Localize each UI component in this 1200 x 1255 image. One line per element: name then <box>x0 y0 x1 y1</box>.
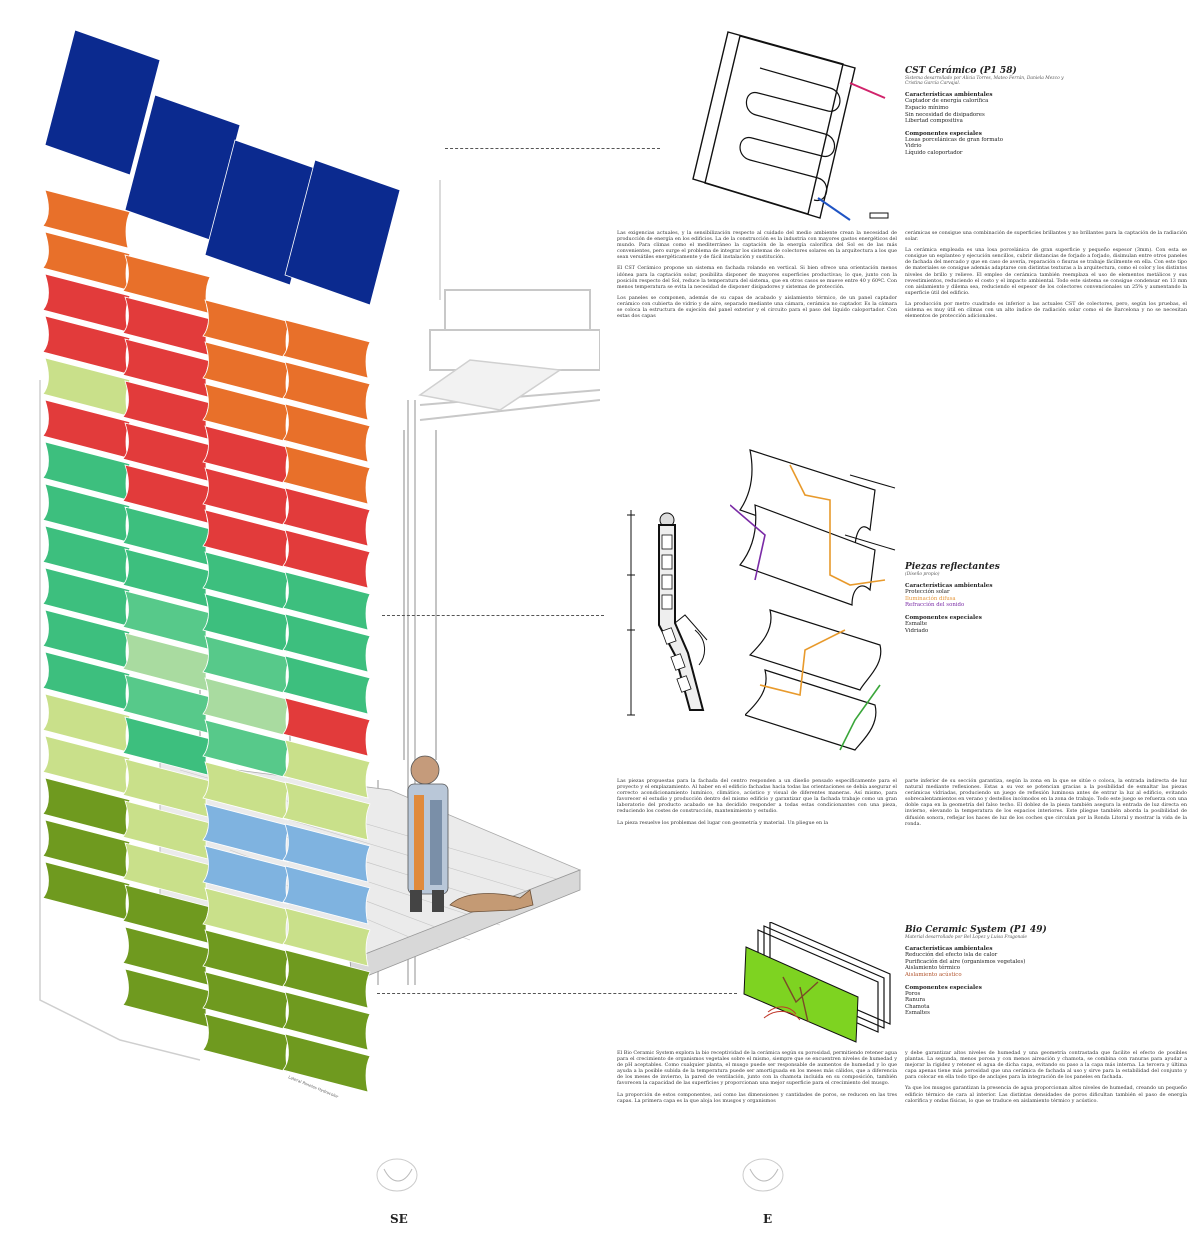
bio-ceramic-drawing <box>743 922 891 1043</box>
paragraph: Las piezas propuestas para la fachada de… <box>617 778 897 815</box>
facade-panel <box>282 823 371 883</box>
cst-subtitle: Sistema desarrollado por Alicia Torres, … <box>905 76 1064 87</box>
bio-text-right: y debe garantizar altos niveles de humed… <box>905 1050 1187 1109</box>
paragraph: La pieza resuelve los problemas del luga… <box>617 819 829 826</box>
reflect-comp-heading: Componentes especiales <box>905 614 982 621</box>
bio-title: Bio Ceramic System (P1 49) <box>905 925 1047 935</box>
reflect-comp-item: Vidriado <box>905 627 929 634</box>
bio-subtitle: Material desarrollado por Bel Lopez y Lu… <box>905 935 1027 940</box>
reflect-title: Piezas reflectantes <box>905 562 1000 572</box>
cst-block: CST Cerámico (P1 58) Sistema desarrollad… <box>905 66 1075 157</box>
facade-panel <box>282 319 371 379</box>
facade-panel <box>282 907 371 967</box>
paragraph: La proporción de estos componentes, así … <box>617 1091 897 1104</box>
cst-comp-item: Losas porcelánicas de gran formato <box>905 136 1003 143</box>
bio-env-item: Aislamiento acústico <box>905 971 962 978</box>
paragraph: La cerámica empleada es una losa porcelá… <box>905 247 1187 296</box>
bio-comp-item: Poros <box>905 990 921 997</box>
cst-env-item: Libertad compositiva <box>905 118 963 125</box>
cst-comp-heading: Componentes especiales <box>905 130 982 137</box>
orientation-icon-se <box>376 1158 418 1192</box>
paragraph: parte inferior de su sección garantiza, … <box>905 778 1187 827</box>
facade-panel <box>282 991 371 1051</box>
cst-env-item: Espacio mínimo <box>905 105 949 111</box>
paragraph: Ya que los musgos garantizan la presenci… <box>905 1085 1187 1104</box>
bio-comp-item: Esmaltes <box>905 1010 930 1017</box>
bio-comp-item: Ranura <box>905 997 926 1004</box>
bio-text-left: El Bio Ceramic System explora la bio rec… <box>617 1050 897 1109</box>
facade-panel <box>282 571 371 631</box>
reflect-env-item: Iluminación difusa <box>905 595 956 602</box>
cst-env-item: Captador de energía calorífica <box>905 98 989 105</box>
bio-comp-item: Chamota <box>905 1003 930 1010</box>
orientation-label-e: E <box>763 1212 773 1226</box>
bio-env-heading: Características ambientales <box>905 946 993 953</box>
facade-panel <box>282 1033 371 1093</box>
reflective-piece-drawing-top <box>730 449 896 606</box>
facade-panel <box>282 361 371 421</box>
reflect-subtitle: (Diseño propio) <box>905 572 940 577</box>
reflect-env-heading: Características ambientales <box>905 583 993 590</box>
cst-text-right: cerámicas se consigue una combinación de… <box>905 230 1187 324</box>
reflect-text-right: parte inferior de su sección garantiza, … <box>905 778 1187 832</box>
cst-panel-drawing <box>692 31 889 221</box>
bio-env-item: Aislamiento térmico <box>905 965 960 972</box>
cst-env-item: Sin necesidad de disipadores <box>905 111 985 118</box>
reflective-piece-drawing-bottom <box>745 609 882 751</box>
cst-title: CST Cerámico (P1 58) <box>905 66 1017 76</box>
facade-panel <box>282 781 371 841</box>
facade-panel <box>282 655 371 715</box>
reflect-env-item: Protección solar <box>905 589 950 596</box>
person-figure <box>407 755 449 912</box>
paragraph: y debe garantizar altos niveles de humed… <box>905 1050 1187 1081</box>
facade-panels <box>42 29 401 1093</box>
facade-panel <box>282 487 371 547</box>
bio-env-item: Purificación del aire (organismos vegeta… <box>905 958 1026 965</box>
paragraph: La producción por metro cuadrado es infe… <box>905 300 1187 320</box>
facade-panel <box>282 529 371 589</box>
bio-comp-heading: Componentes especiales <box>905 984 982 991</box>
paragraph: El Bio Ceramic System explora la bio rec… <box>617 1050 897 1087</box>
paragraph: Los paneles se componen, además de su ca… <box>617 294 897 320</box>
reflective-section-drawing <box>627 510 708 716</box>
facade-panel <box>282 697 371 757</box>
facade-panel <box>42 189 131 249</box>
paragraph: cerámicas se consigue una combinación de… <box>905 230 1187 243</box>
leader-line-3 <box>377 993 737 994</box>
facade-panel <box>282 613 371 673</box>
paragraph: Las exigencias actuales, y la sensibiliz… <box>617 230 897 261</box>
reflect-block: Piezas reflectantes (Diseño propio) Cara… <box>905 562 1055 634</box>
dog-figure <box>449 889 534 913</box>
reflect-env-item: Refracción del sonido <box>905 602 965 609</box>
reflect-text-left: Las piezas propuestas para la fachada de… <box>617 778 897 831</box>
facade-panel <box>282 739 371 799</box>
facade-panel <box>282 403 371 463</box>
facade-panel <box>44 29 161 176</box>
cst-text-left: Las exigencias actuales, y la sensibiliz… <box>617 230 897 324</box>
reflect-comp-item: Esmalte <box>905 620 928 627</box>
bio-env-item: Reducción del efecto isla de calor <box>905 952 998 959</box>
paragraph: El CST Cerámico propone un sistema en fa… <box>617 265 897 290</box>
facade-panel <box>282 949 371 1009</box>
facade-panel <box>282 445 371 505</box>
orientation-label-se: SE <box>390 1212 408 1226</box>
cst-env-heading: Características ambientales <box>905 92 993 99</box>
facade-panel <box>284 159 401 306</box>
facade-panel <box>204 139 321 286</box>
facade-axonometric: Lateral Paneles Hydrocolor <box>39 29 600 1099</box>
cst-comp-item: Líquido caloportador <box>905 149 963 156</box>
cst-comp-item: Vidrio <box>905 143 922 150</box>
facade-panel <box>282 865 371 925</box>
bio-block: Bio Ceramic System (P1 49) Material desa… <box>905 925 1075 1017</box>
leader-line-1 <box>445 148 660 149</box>
leader-line-2 <box>382 615 604 616</box>
orientation-icon-e <box>742 1158 784 1192</box>
